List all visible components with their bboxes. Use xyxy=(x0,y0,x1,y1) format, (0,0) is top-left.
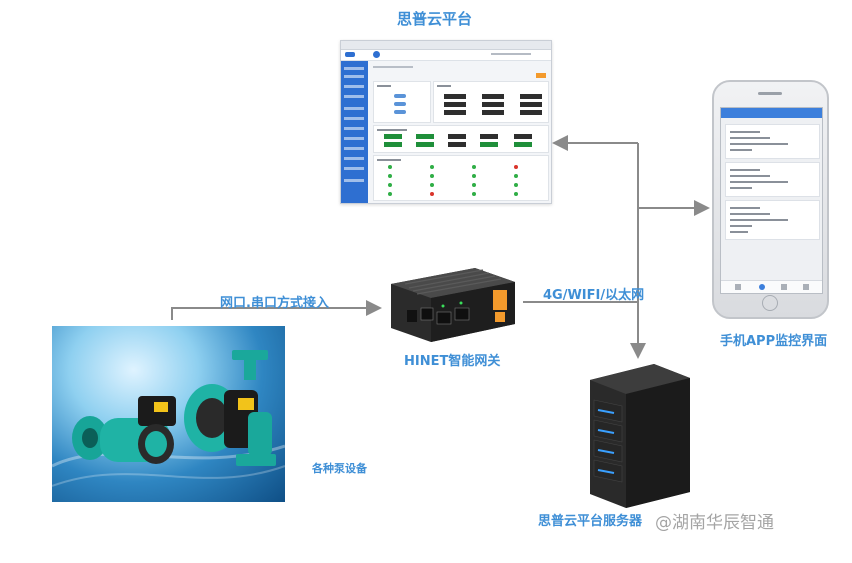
phone-speaker xyxy=(758,92,782,95)
gateway-label: HINET智能网关 xyxy=(404,354,501,369)
phone-card xyxy=(725,124,820,159)
pumps-illustration xyxy=(52,350,285,487)
pumps-photo xyxy=(52,326,285,502)
pumps-label: 各种泵设备 xyxy=(312,462,367,475)
phone-card xyxy=(725,162,820,197)
server-label: 思普云平台服务器 xyxy=(538,514,643,529)
watermark-text: @湖南华辰智通 xyxy=(655,513,774,533)
line-pumps-to-gateway xyxy=(171,300,382,320)
phone-appbar xyxy=(721,108,822,118)
web-platform-screenshot xyxy=(340,40,552,204)
web-topbar xyxy=(341,50,551,61)
app-label: 手机APP监控界面 xyxy=(720,334,828,349)
phone-card xyxy=(725,200,820,240)
browser-bar xyxy=(341,41,551,50)
phone-mockup xyxy=(712,80,829,319)
platform-title: 思普云平台 xyxy=(397,10,473,28)
phone-screen xyxy=(720,107,823,294)
web-sidebar xyxy=(341,61,368,203)
web-content xyxy=(371,63,549,201)
uplink-label: 4G/WIFI/以太网 xyxy=(543,288,645,303)
phone-home-button xyxy=(762,295,778,311)
phone-tabbar xyxy=(721,280,822,293)
network-label: 网口.串口方式接入 xyxy=(220,296,329,311)
server-icon xyxy=(590,364,690,508)
gateway-device xyxy=(391,268,515,342)
